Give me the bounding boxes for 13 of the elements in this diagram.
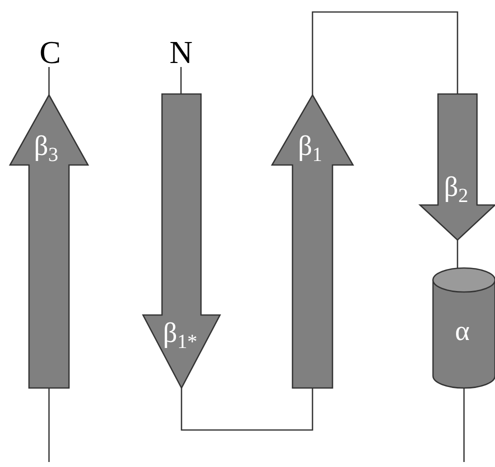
connector-line [463,388,465,462]
connector-line [48,67,50,95]
strand-label: β$_{3}$ [34,133,58,165]
connector-line [180,67,182,94]
connector-line [456,240,458,268]
terminus-label: N [170,36,193,68]
strand-label: β$_{1}$ [298,133,322,165]
strand-label: β$_{1*}$ [163,320,198,352]
connector-line [312,11,458,95]
strand-label: β$_{2}$ [444,174,468,206]
connector-line [180,388,314,431]
connector-line [48,388,50,462]
terminus-label: C [40,36,61,68]
